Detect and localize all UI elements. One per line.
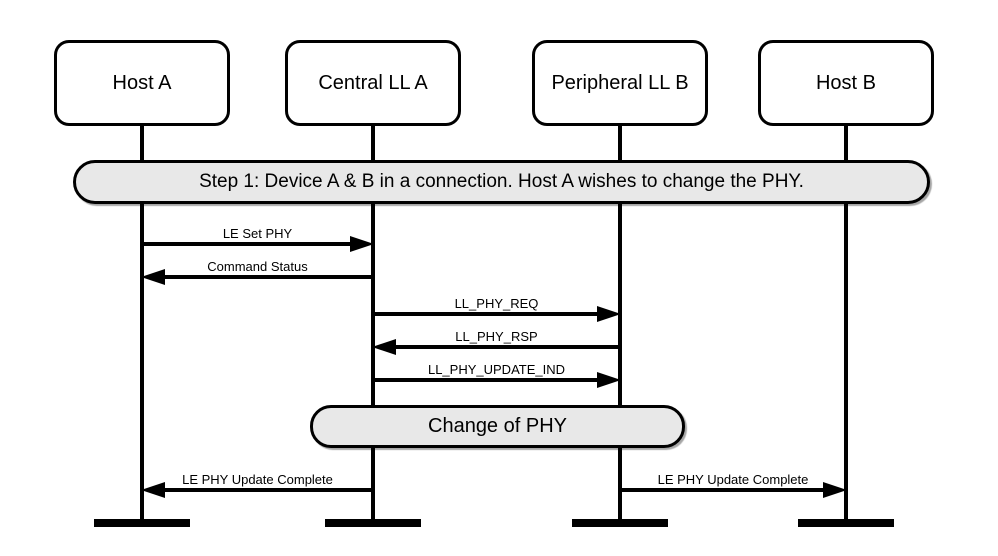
actor-label-central-ll-a: Central LL A xyxy=(318,71,428,94)
message-le-phy-update-complete-b: LE PHY Update Complete xyxy=(620,472,847,498)
message-label-le-set-phy: LE Set PHY xyxy=(222,226,293,241)
actor-label-peripheral-ll-b: Peripheral LL B xyxy=(551,71,689,94)
actor-box-central-ll-a: Central LL A xyxy=(285,40,461,126)
actor-label-host-a: Host A xyxy=(112,71,172,94)
step-banner-text: Step 1: Device A & B in a connection. Ho… xyxy=(199,171,804,192)
termination-bar-central-ll-a xyxy=(325,519,421,527)
message-line xyxy=(373,312,614,316)
termination-bar-host-a xyxy=(94,519,190,527)
message-line xyxy=(148,275,373,279)
message-label-ll-phy-update-ind: LL_PHY_UPDATE_IND xyxy=(427,362,566,377)
message-le-phy-update-complete-a: LE PHY Update Complete xyxy=(141,472,373,498)
change-of-phy-text: Change of PHY xyxy=(428,415,567,437)
message-ll-phy-req: LL_PHY_REQ xyxy=(373,296,621,322)
message-ll-phy-update-ind: LL_PHY_UPDATE_IND xyxy=(373,362,621,388)
actor-label-host-b: Host B xyxy=(815,71,877,94)
lifeline-central-ll-a xyxy=(371,124,375,524)
message-line xyxy=(373,378,614,382)
arrowhead-left-icon xyxy=(372,339,396,355)
termination-bar-peripheral-ll-b xyxy=(572,519,668,527)
message-label-le-phy-update-complete-b: LE PHY Update Complete xyxy=(657,472,809,487)
lifeline-host-a xyxy=(140,124,144,524)
message-ll-phy-rsp: LL_PHY_RSP xyxy=(372,329,620,355)
message-line xyxy=(142,242,367,246)
step-banner: Step 1: Device A & B in a connection. Ho… xyxy=(73,160,930,204)
actor-box-host-a: Host A xyxy=(54,40,230,126)
message-label-command-status: Command Status xyxy=(207,259,308,274)
arrowhead-left-icon xyxy=(141,482,165,498)
change-of-phy-note: Change of PHY xyxy=(310,405,685,448)
arrowhead-right-icon xyxy=(597,372,621,388)
lifeline-peripheral-ll-b xyxy=(618,124,622,524)
arrowhead-right-icon xyxy=(823,482,847,498)
message-line xyxy=(148,488,373,492)
actor-box-host-b: Host B xyxy=(758,40,934,126)
arrowhead-right-icon xyxy=(597,306,621,322)
message-line xyxy=(379,345,620,349)
actor-box-peripheral-ll-b: Peripheral LL B xyxy=(532,40,708,126)
message-le-set-phy: LE Set PHY xyxy=(142,226,374,252)
message-label-ll-phy-req: LL_PHY_REQ xyxy=(454,296,539,311)
message-label-le-phy-update-complete-a: LE PHY Update Complete xyxy=(182,472,333,487)
lifeline-host-b xyxy=(844,124,848,524)
arrowhead-right-icon xyxy=(350,236,374,252)
termination-bar-host-b xyxy=(798,519,894,527)
arrowhead-left-icon xyxy=(141,269,165,285)
message-command-status: Command Status xyxy=(141,259,373,285)
message-line xyxy=(620,488,840,492)
message-label-ll-phy-rsp: LL_PHY_RSP xyxy=(455,329,538,344)
